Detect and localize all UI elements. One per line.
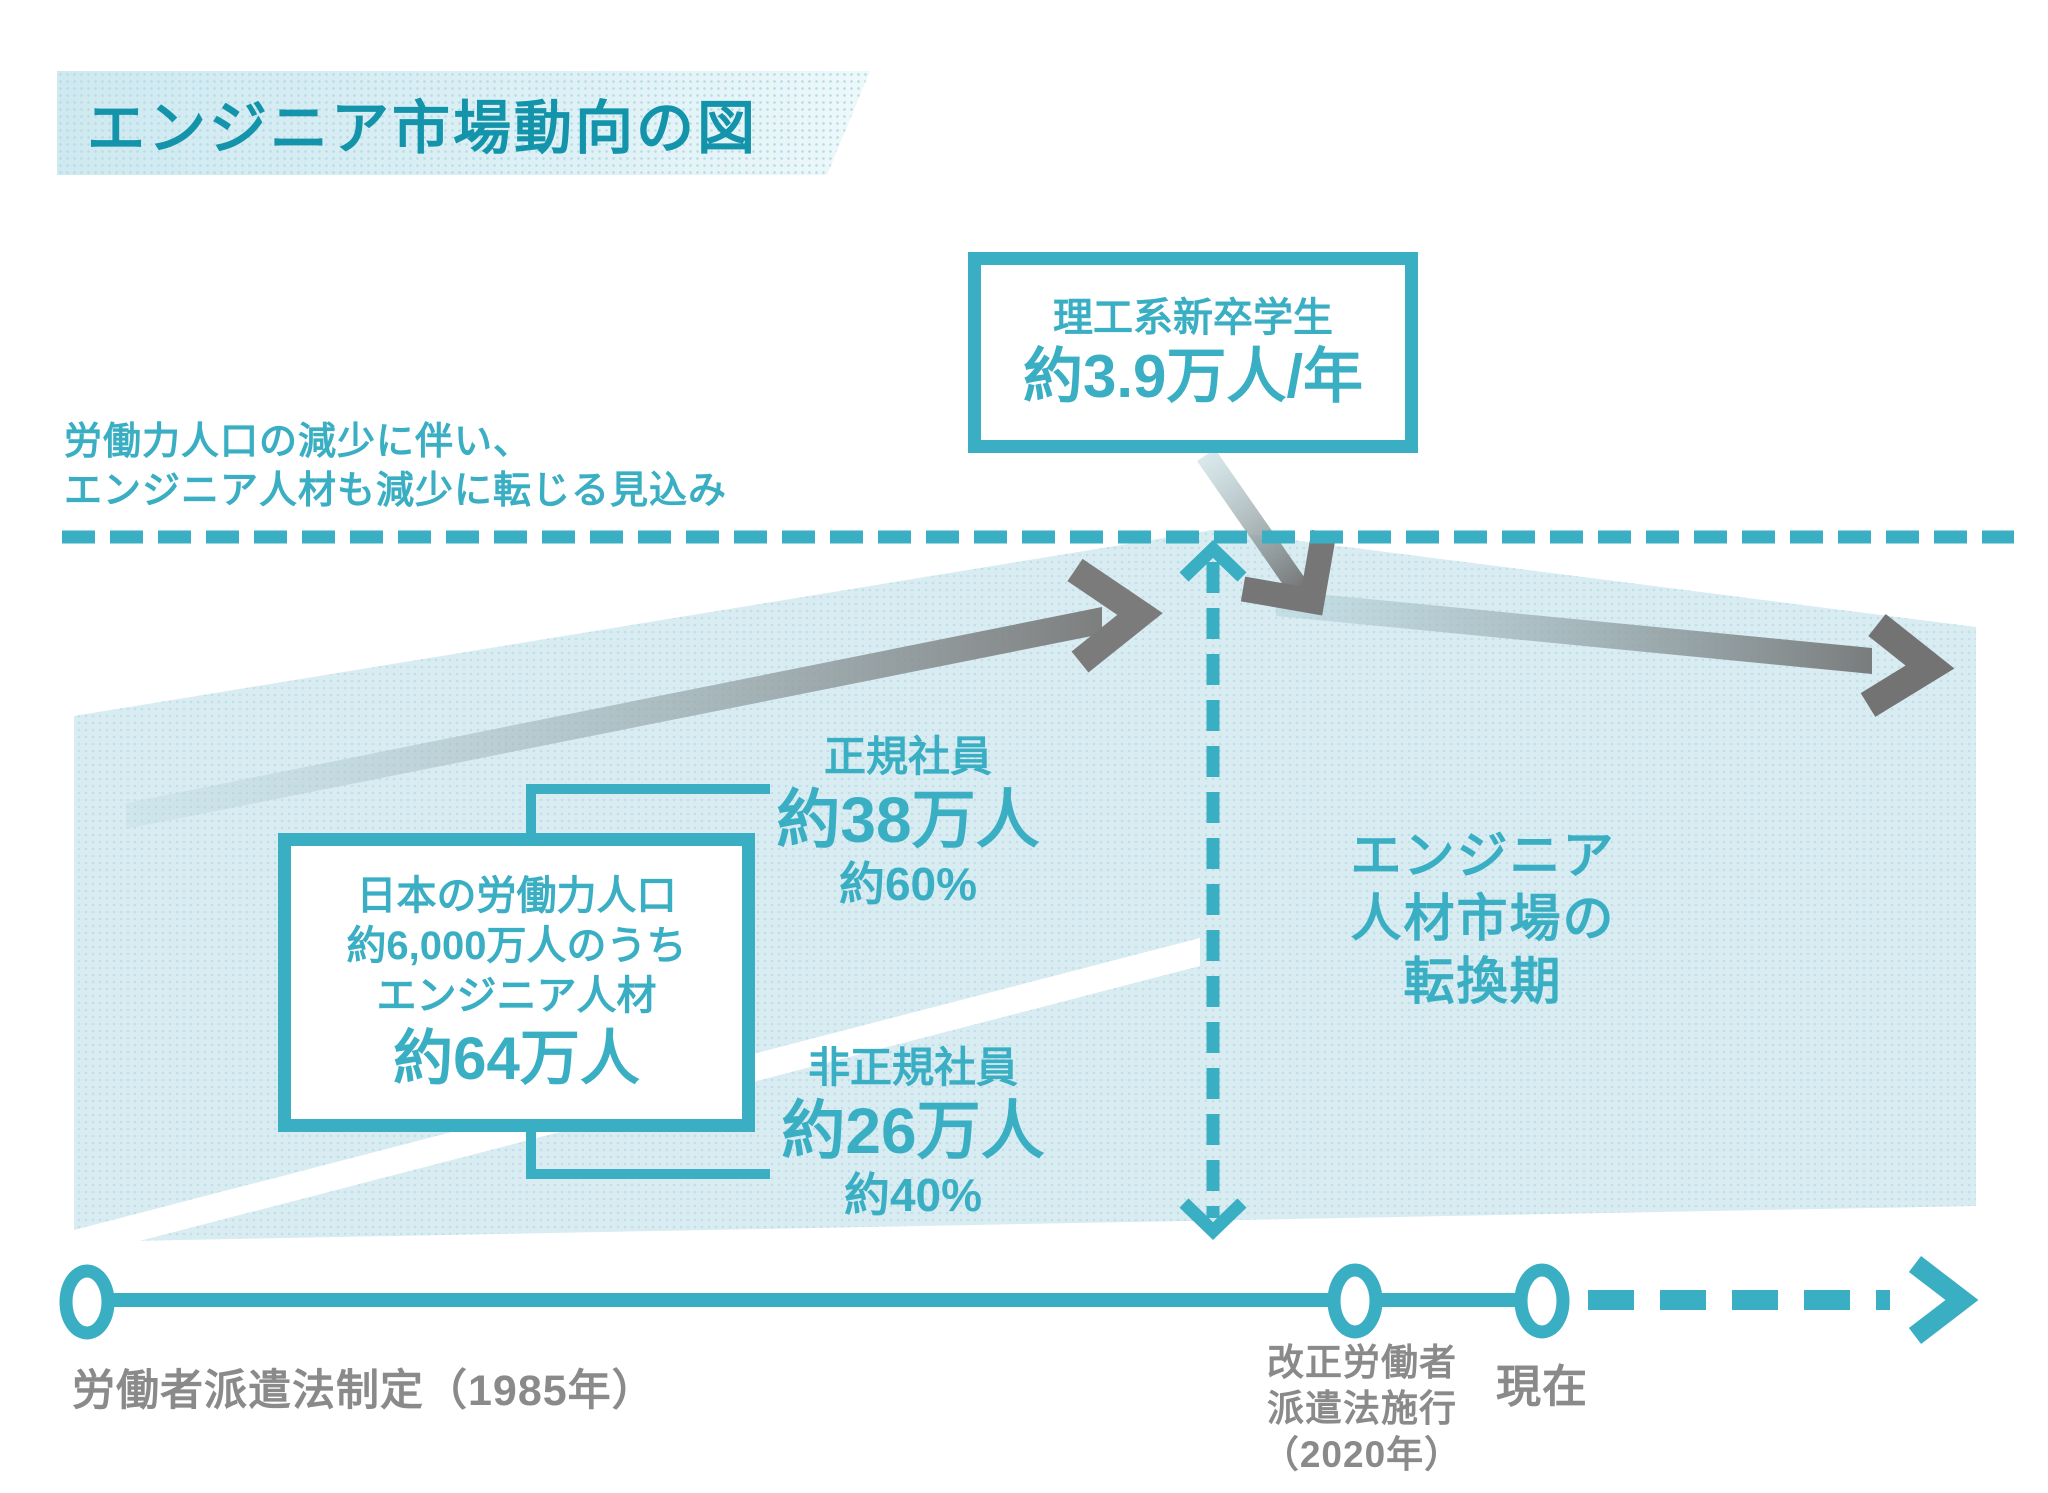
forecast-note-line1: 労働力人口の減少に伴い、 <box>64 421 533 463</box>
non-regular-label: 非正規社員 <box>807 1044 1018 1091</box>
title-banner: エンジニア市場動向の図 <box>57 71 870 175</box>
regular-employees-stat: 正規社員 約38万人 約60% <box>658 731 1158 911</box>
decline-arrow-right-head-icon <box>1860 614 1955 717</box>
timeline-label-1985: 労働者派遣法制定（1985年） <box>72 1367 656 1415</box>
timeline-arrow-head-icon <box>1908 1256 1979 1344</box>
workforce-line2: 約6,000万人のうち <box>346 923 687 968</box>
turning-point-arrow-down-icon <box>1179 1198 1247 1241</box>
workforce-value: 約64万人 <box>393 1024 640 1092</box>
timeline-label-now: 現在 <box>1496 1361 1589 1412</box>
turning-point-line3: 転換期 <box>1403 953 1563 1010</box>
non-regular-value: 約26万人 <box>781 1095 1045 1167</box>
timeline-node-1985 <box>59 1264 115 1340</box>
non-regular-employees-stat: 非正規社員 約26万人 約40% <box>663 1042 1163 1222</box>
graduates-pointer-shaft <box>1197 449 1309 596</box>
turning-point-line2: 人材市場の <box>1350 890 1616 947</box>
regular-share: 約60% <box>838 858 978 910</box>
turning-point-line1: エンジニア <box>1350 827 1616 884</box>
workforce-box: 日本の労働力人口 約6,000万人のうち エンジニア人材 約64万人 <box>278 833 755 1132</box>
non-regular-share: 約40% <box>843 1169 983 1221</box>
timeline-label-2020-line3: （2020年） <box>1261 1434 1463 1475</box>
timeline-node-now <box>1514 1263 1570 1339</box>
turning-point-arrow-up-icon <box>1179 539 1247 582</box>
regular-value: 約38万人 <box>776 784 1040 856</box>
workforce-line1: 日本の労働力人口 <box>356 873 677 918</box>
bracket-non-regular <box>526 1127 770 1179</box>
graduates-pointer-head-icon <box>1240 529 1337 616</box>
bracket-regular <box>526 784 770 838</box>
timeline-node-2020 <box>1327 1263 1383 1339</box>
growth-arrow-left-head-icon <box>1067 558 1163 673</box>
growth-arrow-left-shaft <box>126 607 1102 829</box>
graduates-value: 約3.9万人/年 <box>1022 342 1364 410</box>
forecast-note-line2: エンジニア人材も減少に転じる見込み <box>64 470 728 512</box>
turning-point-text: エンジニア 人材市場の 転換期 <box>1233 824 1733 1013</box>
workforce-line3: エンジニア人材 <box>376 973 657 1018</box>
page-title: エンジニア市場動向の図 <box>87 96 759 161</box>
graduates-label: 理工系新卒学生 <box>1053 295 1333 340</box>
forecast-note: 労働力人口の減少に伴い、 エンジニア人材も減少に転じる見込み <box>64 418 727 516</box>
decline-arrow-right-shaft <box>1276 590 1872 674</box>
graduates-box: 理工系新卒学生 約3.9万人/年 <box>968 252 1418 453</box>
regular-label: 正規社員 <box>823 733 992 780</box>
timeline-label-2020: 改正労働者 派遣法施行 （2020年） <box>1212 1340 1512 1478</box>
timeline-label-2020-line1: 改正労働者 <box>1267 1342 1457 1383</box>
timeline-label-2020-line2: 派遣法施行 <box>1267 1388 1457 1429</box>
